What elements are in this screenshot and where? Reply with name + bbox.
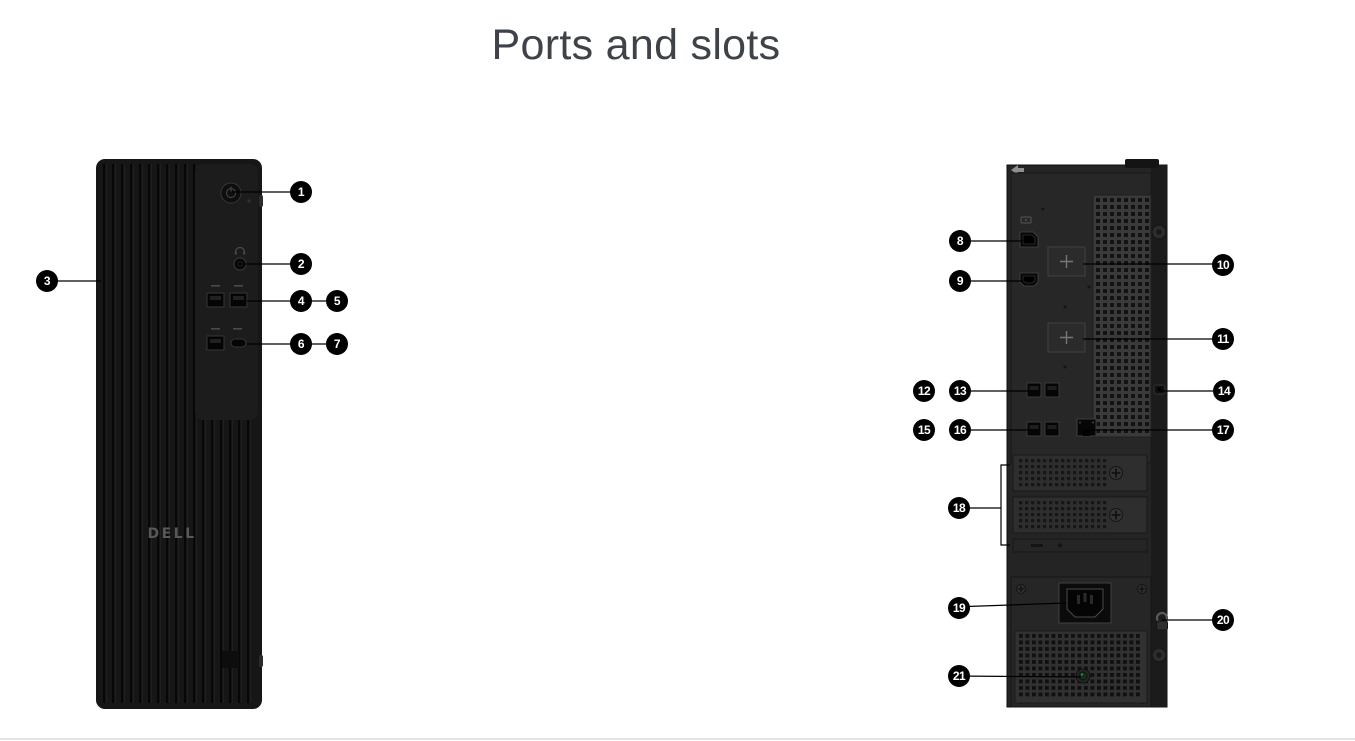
usb-icon <box>211 328 242 330</box>
page-title: Ports and slots <box>491 21 781 69</box>
displayport-icon <box>1020 216 1032 224</box>
callout-7: 7 <box>326 333 348 355</box>
usb-a-port <box>1044 382 1060 398</box>
callout-16: 16 <box>949 419 971 441</box>
panel-hole <box>1063 365 1067 369</box>
ethernet-port <box>1076 418 1097 437</box>
usb-a-port <box>1026 382 1042 398</box>
callout-5: 5 <box>326 290 348 312</box>
usb-a-port <box>206 335 225 351</box>
callout-8: 8 <box>949 230 971 252</box>
callout-3: 3 <box>36 270 58 292</box>
rear-vent-grid <box>1092 194 1152 438</box>
headset-jack <box>233 257 247 271</box>
security-cable-slot <box>1153 384 1166 395</box>
panel-hole <box>1063 305 1067 309</box>
expansion-slot-blank <box>1012 538 1148 553</box>
callout-1: 1 <box>290 181 312 203</box>
expansion-slot-1 <box>1012 454 1148 492</box>
psu-diagnostic-light <box>1075 668 1091 684</box>
displayport <box>1019 231 1039 248</box>
side-tab-top <box>259 195 263 207</box>
expansion-slot-2 <box>1012 496 1148 534</box>
headset-icon <box>234 246 246 255</box>
callout-15: 15 <box>913 419 935 441</box>
rear-vent-holes <box>1096 198 1149 433</box>
usb-c-port <box>230 338 247 348</box>
front-view-illustration: DELL <box>96 159 263 709</box>
callout-18: 18 <box>948 497 970 519</box>
front-vent-grooves <box>103 164 251 703</box>
psu-vent-holes <box>1019 634 1140 697</box>
panel-hole <box>1041 207 1045 211</box>
rear-right-rail <box>1151 165 1167 707</box>
power-connector <box>1058 582 1112 624</box>
usb-a-port <box>1026 421 1042 437</box>
callout-20: 20 <box>1212 609 1234 631</box>
front-io-panel <box>195 164 258 420</box>
padlock-ring <box>1155 611 1169 631</box>
front-bottom-cover <box>222 651 239 668</box>
top-latch <box>1125 159 1159 168</box>
callout-2: 2 <box>290 253 312 275</box>
usb-a-port <box>229 292 248 308</box>
rear-view-illustration <box>1006 159 1169 708</box>
callout-11: 11 <box>1212 328 1234 350</box>
callout-17: 17 <box>1212 419 1234 441</box>
usb-icon <box>211 285 243 287</box>
panel-hole <box>1087 285 1091 289</box>
dell-logo: DELL <box>147 526 196 542</box>
power-button <box>220 182 242 204</box>
callout-21: 21 <box>948 665 970 687</box>
callout-6: 6 <box>290 333 312 355</box>
thumbscrew-top <box>1151 224 1167 240</box>
hdmi-port <box>1019 272 1039 287</box>
callout-4: 4 <box>290 290 312 312</box>
callout-13: 13 <box>949 380 971 402</box>
callout-12: 12 <box>913 380 935 402</box>
callout-9: 9 <box>949 270 971 292</box>
usb-a-port <box>206 292 225 308</box>
release-arrow-icon <box>1011 165 1024 175</box>
callout-14: 14 <box>1213 380 1235 402</box>
optional-port-plate <box>1047 322 1086 353</box>
side-tab-bottom <box>259 655 263 667</box>
optional-port-plate <box>1047 246 1086 277</box>
thumbscrew-bottom <box>1151 647 1167 663</box>
callout-10: 10 <box>1212 254 1234 276</box>
usb-a-port <box>1044 421 1060 437</box>
callout-19: 19 <box>948 597 970 619</box>
bottom-divider <box>0 738 1355 740</box>
activity-light <box>247 199 251 203</box>
power-supply <box>1010 576 1152 708</box>
